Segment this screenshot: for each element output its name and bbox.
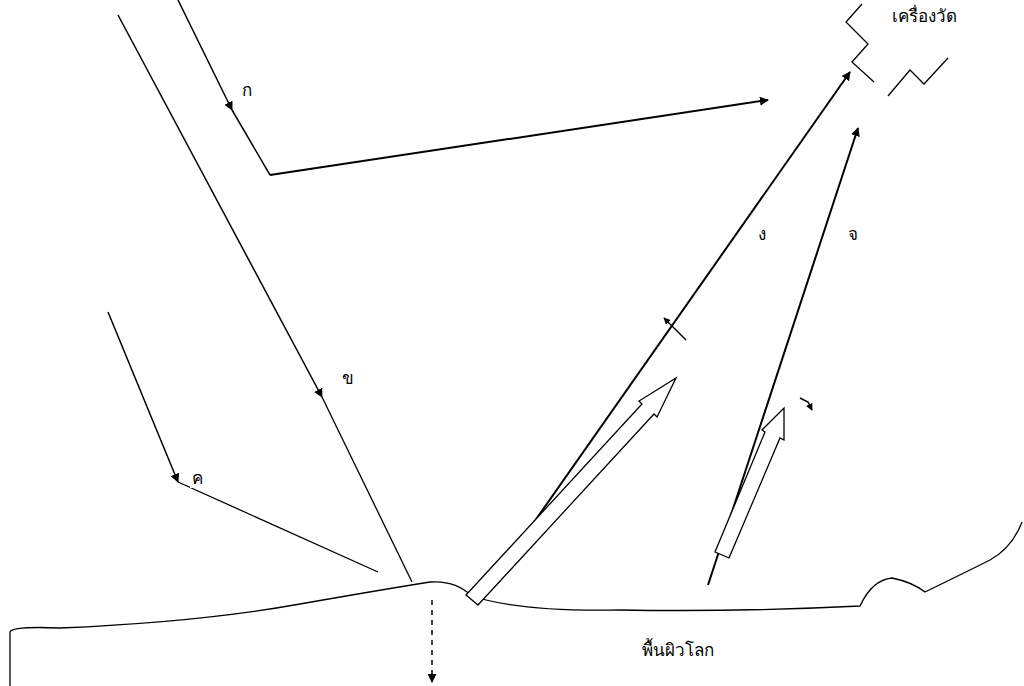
ray-letter: ค: [190, 468, 205, 488]
hollow-arrow: [715, 408, 784, 558]
ray-line: [178, 482, 378, 572]
instrument-symbol: [846, 4, 874, 82]
ray-line: [118, 15, 322, 397]
ray-letter: จ: [846, 224, 860, 244]
ray-line: [108, 312, 178, 482]
ray-line: [232, 110, 270, 175]
surface-label: พื้นผิวโลก: [640, 640, 716, 660]
ray-letter: ก: [240, 80, 254, 100]
ray-line: [708, 128, 858, 585]
ray-line: [178, 0, 232, 110]
ray-line: [322, 397, 412, 582]
absorbed-line: [431, 600, 433, 682]
ray-line: [270, 100, 768, 175]
hollow-arrow: [466, 378, 676, 605]
instrument-label: เครื่องวัด: [890, 6, 959, 26]
ray-letter: ข: [340, 368, 356, 388]
ray-letter: ง: [756, 224, 768, 244]
small-arrow: [800, 398, 812, 410]
instrument-symbol: [888, 58, 948, 96]
small-arrow: [664, 318, 686, 340]
